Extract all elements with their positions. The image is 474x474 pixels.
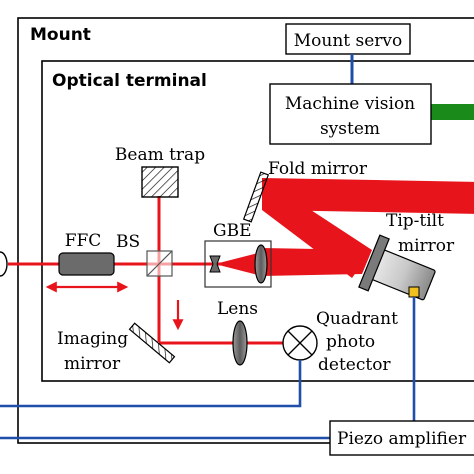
beam-trap (141, 166, 179, 198)
mount-servo-box (285, 23, 411, 55)
mount-frame (17, 17, 474, 444)
beam-fold-out (262, 178, 474, 214)
bs-label: BS (116, 232, 140, 252)
optical-terminal-label: Optical terminal (52, 71, 207, 91)
gbe-convex-lens (254, 244, 268, 284)
piezo-amplifier-box (329, 420, 474, 456)
tip-tilt-label-2: mirror (398, 236, 455, 256)
wire-qpd (0, 360, 302, 408)
qpd-label-2: photo (326, 332, 375, 352)
imaging-mirror-label-1: Imaging (57, 329, 128, 349)
piezo-pad (408, 286, 420, 298)
green-beam (431, 104, 474, 120)
gbe-label: GBE (213, 221, 251, 241)
ffc-label: FFC (65, 231, 102, 251)
lens-label: Lens (217, 299, 258, 319)
machine-vision-label-2: system (320, 119, 380, 139)
mount-label: Mount (30, 25, 91, 45)
piezo-amplifier-label: Piezo amplifier (337, 429, 467, 449)
beam-trap-label: Beam trap (115, 145, 205, 165)
ffc-collimator (58, 252, 115, 276)
machine-vision-label-1: Machine vision (285, 94, 415, 114)
imaging-mirror (128, 322, 176, 364)
optical-terminal-frame (41, 60, 474, 382)
mount-servo-label: Mount servo (294, 31, 403, 51)
fold-mirror (242, 171, 270, 223)
beam-gbe-tiptilt (262, 248, 372, 276)
beam-splitter-diagonal (146, 250, 173, 277)
qpd-label-1: Quadrant (316, 309, 398, 329)
gbe-housing (204, 240, 272, 288)
imaging-mirror-label-2: mirror (64, 354, 121, 374)
fiber-end (0, 251, 8, 277)
qpd-cross-2 (287, 330, 313, 356)
gbe-concave-lens (209, 255, 221, 273)
machine-vision-box (269, 83, 432, 145)
tip-tilt-mirror-face (358, 234, 390, 292)
tip-tilt-label-1: Tip-tilt (386, 211, 444, 231)
lens (232, 320, 248, 366)
qpd-label-3: detector (318, 355, 391, 375)
beam-gbe-cone (215, 252, 262, 276)
fold-mirror-label: Fold mirror (268, 159, 368, 179)
